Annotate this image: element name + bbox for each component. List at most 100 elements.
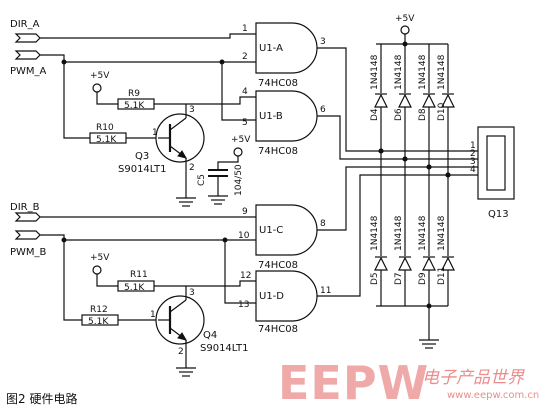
- transistor-part: S9014LT1: [118, 164, 166, 175]
- pin-number: 1: [242, 24, 248, 34]
- gate-name: U1-D: [259, 291, 284, 302]
- watermark-chinese-text: 电子产品世界: [422, 368, 524, 388]
- input-terminal-dir-b: [14, 212, 41, 222]
- watermark-url: www.eepw.com.cn: [447, 390, 540, 401]
- capacitor-value: 104/50: [234, 164, 244, 196]
- transistor-part: S9014LT1: [200, 343, 248, 354]
- pwm-a-label: PWM_A: [10, 66, 47, 77]
- pin-number: 2: [242, 52, 248, 62]
- diode-part-label: 1N4148: [418, 215, 428, 251]
- vcc-supply-r9: +5V: [90, 71, 118, 105]
- pin-number: 13: [238, 300, 249, 310]
- pin-number: 4: [470, 165, 476, 175]
- vcc-label: +5V: [395, 14, 415, 24]
- resistor-value: 5.1K: [88, 317, 109, 327]
- input-wires: [40, 33, 256, 321]
- diode-ref-label: D9: [418, 272, 428, 285]
- diode-ref-label: D7: [394, 272, 404, 285]
- watermark-logo: EEPW: [278, 356, 430, 410]
- gate-type: 74HC08: [258, 324, 298, 335]
- diode-ref-label: D10: [437, 102, 447, 121]
- transistor-q3: 1 2 3 Q3 S9014LT1: [118, 104, 205, 198]
- diode-ref-label: D11: [437, 267, 447, 285]
- resistor-value: 5.1K: [124, 283, 145, 293]
- vcc-label: +5V: [90, 71, 110, 81]
- gate-type: 74HC08: [258, 260, 298, 271]
- pin-number: 2: [470, 149, 476, 159]
- diode-ref-label: D4: [370, 108, 380, 121]
- pin-number: 1: [152, 128, 158, 138]
- diode-ref-label: D6: [394, 108, 404, 121]
- gate-u1-a: U1-A 74HC08 1 2 3: [242, 22, 326, 89]
- transistor-ref: Q4: [203, 330, 217, 341]
- pin-number: 3: [320, 37, 326, 47]
- capacitor-ref: C5: [197, 174, 207, 186]
- gate-type: 74HC08: [258, 78, 298, 89]
- diode-part-label: 1N4148: [437, 215, 447, 251]
- gate-name: U1-B: [259, 111, 283, 122]
- diode-part-label: 1N4148: [370, 215, 380, 251]
- vcc-supply-r11: +5V: [90, 253, 118, 287]
- diode-ref-label: D5: [370, 272, 380, 285]
- pin-number: 10: [238, 231, 250, 241]
- pin-number: 9: [242, 207, 248, 217]
- vcc-label: +5V: [231, 135, 251, 145]
- vcc-supply-diodes: +5V: [395, 14, 415, 44]
- diode-part-label: 1N4148: [370, 54, 380, 90]
- pin-number: 8: [320, 219, 326, 229]
- resistor-r10: R10 5.1K: [89, 123, 158, 145]
- vcc-label: +5V: [90, 253, 110, 263]
- gate-u1-b: U1-B 74HC08 4 5 6: [242, 87, 326, 157]
- pin-number: 11: [320, 286, 331, 296]
- pin-number: 6: [320, 105, 326, 115]
- transistor-ref: Q3: [135, 151, 149, 162]
- pin-number: 3: [189, 288, 195, 298]
- resistor-r11: R11 5.1K: [117, 270, 256, 293]
- input-terminal-dir-a: [14, 33, 41, 43]
- dir-b-label: DIR_B: [10, 202, 40, 213]
- resistor-ref: R11: [130, 270, 148, 280]
- gate-name: U1-A: [259, 43, 283, 54]
- pin-number: 4: [242, 87, 248, 97]
- ground-q4: [176, 367, 196, 377]
- gate-type: 74HC08: [258, 146, 298, 157]
- transistor-q4: 1 2 3 Q4 S9014LT1: [150, 286, 248, 368]
- ground-q3: [176, 197, 196, 207]
- output-wires: [317, 47, 478, 297]
- pwm-b-label: PWM_B: [10, 247, 47, 258]
- pin-number: 3: [189, 105, 195, 115]
- resistor-r9: R9 5.1K: [117, 89, 256, 111]
- diode-part-label: 1N4148: [437, 54, 447, 90]
- vcc-supply-c5: +5V: [231, 135, 251, 157]
- diode-part-label: 1N4148: [418, 54, 428, 90]
- input-terminal-pwm-a: [14, 50, 41, 60]
- resistor-ref: R10: [96, 123, 114, 133]
- pin-number: 2: [178, 347, 184, 357]
- pin-number: 2: [189, 163, 195, 173]
- input-terminal-pwm-b: [14, 230, 41, 240]
- watermark: EEPW 电子产品世界 www.eepw.com.cn: [272, 356, 544, 410]
- capacitor-c5: C5 104/50: [197, 156, 244, 205]
- resistor-value: 5.1K: [96, 135, 117, 145]
- connector-q13: 1 2 3 4 Q13: [470, 126, 515, 220]
- dir-a-label: DIR_A: [10, 19, 40, 30]
- pin-number: 1: [150, 310, 156, 320]
- pin-number: 1: [470, 141, 476, 151]
- resistor-value: 5.1K: [124, 101, 145, 111]
- diode-part-label: 1N4148: [394, 215, 404, 251]
- figure-caption: 图2 硬件电路: [6, 392, 78, 406]
- resistor-r12: R12 5.1K: [81, 305, 158, 327]
- connector-ref: Q13: [488, 209, 509, 220]
- resistor-ref: R12: [90, 305, 108, 315]
- pin-number: 5: [242, 118, 248, 128]
